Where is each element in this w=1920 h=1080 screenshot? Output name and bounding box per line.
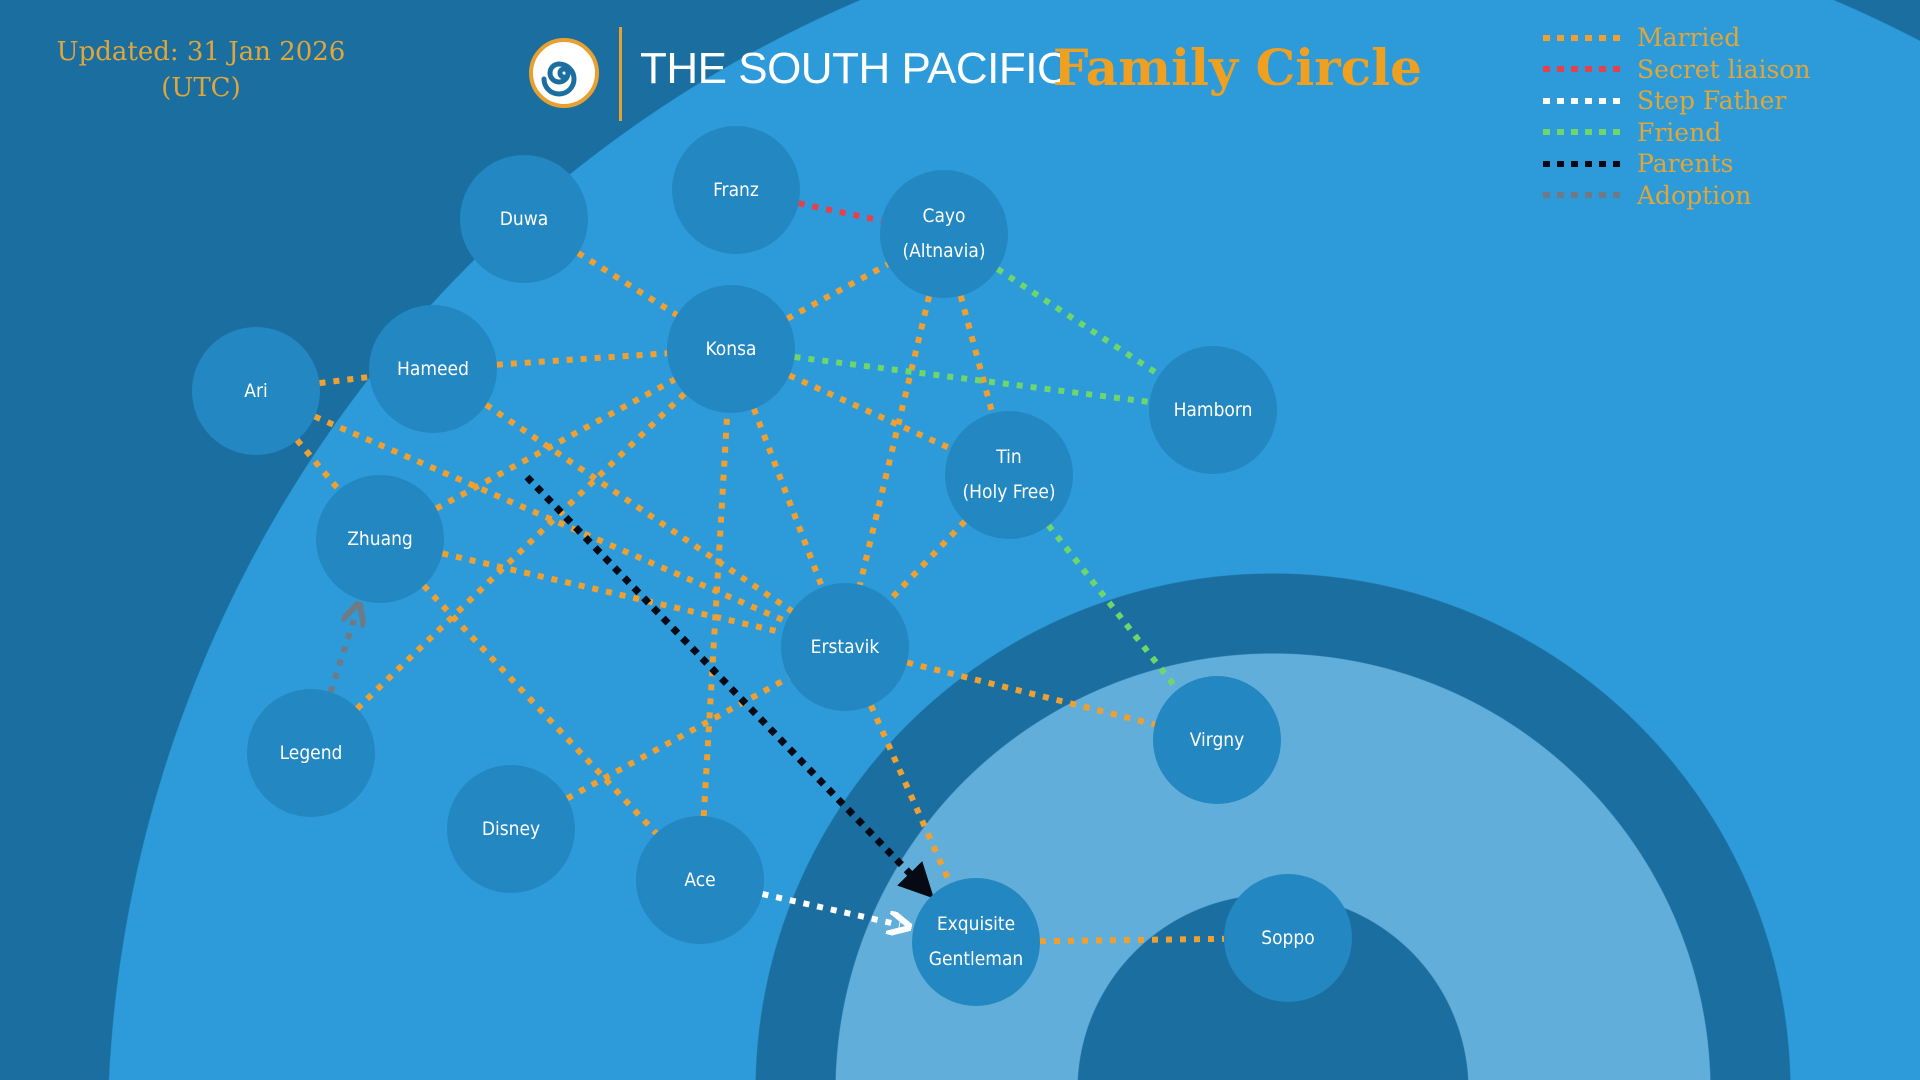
node-konsa[interactable]: Konsa [667,285,795,413]
legend-label: Step Father [1637,86,1787,116]
node-name: Erstavik [810,635,880,658]
legend-item-secret: Secret liaison [1543,54,1811,86]
edge-married-legend-konsa [355,391,687,711]
edge-married-cayo-erstavik [857,295,932,586]
legend-item-adoption: Adoption [1543,180,1811,212]
node-name: Ace [684,868,716,891]
edge-married-zhuang-erstavik [441,550,784,636]
page-title: Family Circle [1053,38,1422,97]
updated-timestamp: Updated: 31 Jan 2026 (UTC) [30,34,372,106]
node-name: Virgny [1189,728,1245,751]
node-name: Soppo [1261,926,1315,949]
node-virgny[interactable]: Virgny [1153,676,1281,804]
node-hameed[interactable]: Hameed [369,305,497,433]
node-name: Zhuang [347,527,413,550]
node-subtitle: (Altnavia) [902,240,986,262]
edge-friend-konsa-hamborn [794,354,1150,405]
legend-item-parents: Parents [1543,148,1811,180]
edge-married-hameed-konsa [496,350,668,368]
edge-adoption-legend-zhuang [327,613,356,694]
edge-married-zhuang-konsa [434,376,677,512]
legend-label: Friend [1637,117,1722,147]
node-name: Hamborn [1173,398,1253,421]
spiral-logo-icon [529,38,599,108]
legend-swatch [1543,97,1621,104]
legend-swatch [1543,66,1621,73]
node-cayo[interactable]: Cayo (Altnavia) [880,170,1008,298]
node-hamborn[interactable]: Hamborn [1149,346,1277,474]
node-erstavik[interactable]: Erstavik [781,583,909,711]
node-name: Legend [279,741,343,764]
legend-label: Adoption [1637,180,1752,210]
node-tin[interactable]: Tin (Holy Free) [945,411,1073,539]
node-name: Konsa [705,337,757,360]
edge-married-tin-erstavik [886,519,968,603]
edge-married-zhuang-ace [421,583,659,836]
edge-step-father-ace-exquisite [761,891,899,925]
edge-friend-tin-virgny [1046,523,1180,692]
edge-married-konsa-tin [788,372,952,452]
header-divider [619,27,622,121]
edge-married-konsa-cayo [785,261,890,322]
node-name: Ari [244,379,268,402]
edge-married-disney-erstavik [565,674,791,802]
node-soppo[interactable]: Soppo [1224,874,1352,1002]
edge-married-erstavik-virgny [906,659,1156,728]
legend-swatch [1543,192,1621,199]
node-legend[interactable]: Legend [247,689,375,817]
legend-swatch [1543,160,1621,167]
edge-secret-franz-cayo [797,200,883,224]
node-name: Duwa [499,207,549,230]
node-name: Tin [996,446,1022,468]
legend-label: Married [1637,23,1741,53]
edge-friend-cayo-hamborn [995,266,1162,378]
edge-married-cayo-tin [957,295,996,414]
legend-item-step-father: Step Father [1543,85,1811,117]
node-ari[interactable]: Ari [192,327,320,455]
node-name: Cayo [922,205,966,227]
node-name: Exquisite [936,913,1016,935]
relationship-lines [294,200,1225,945]
legend-item-friend: Friend [1543,117,1811,149]
node-disney[interactable]: Disney [447,765,575,893]
edge-parents-hameed-exquisite [524,474,934,899]
node-name: Franz [713,178,759,201]
node-name: Hameed [397,357,469,380]
legend-label: Parents [1637,149,1734,179]
brand-name: THE SOUTH PACIFIC [640,44,1069,93]
node-subtitle: Gentleman [928,948,1024,970]
legend-label: Secret liaison [1637,54,1811,84]
node-ace[interactable]: Ace [636,816,764,944]
legend-item-married: Married [1543,22,1811,54]
edge-married-exquisite-soppo [1039,935,1225,945]
edge-married-duwa-konsa [576,250,679,318]
edge-married-ari-zhuang [294,438,342,492]
edge-married-ace-konsa [700,412,731,817]
node-franz[interactable]: Franz [672,126,800,254]
edge-married-erstavik-exquisite [868,704,953,885]
node-subtitle: (Holy Free) [962,481,1056,503]
edge-married-hameed-erstavik [484,402,794,614]
edge-married-ari-hameed [319,373,370,387]
legend-swatch [1543,129,1621,136]
edge-married-konsa-erstavik [751,407,825,589]
node-name: Disney [481,817,541,840]
legend-swatch [1543,34,1621,41]
node-zhuang[interactable]: Zhuang [316,475,444,603]
updated-timezone: (UTC) [161,73,241,103]
updated-date: Updated: 31 Jan 2026 [56,37,346,67]
node-duwa[interactable]: Duwa [460,155,588,283]
